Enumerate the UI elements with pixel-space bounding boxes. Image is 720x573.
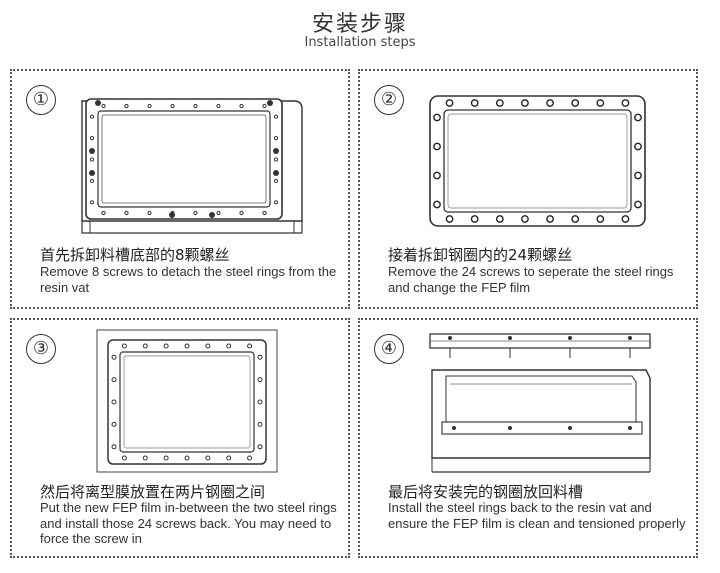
screw-hole <box>470 99 479 107</box>
screw-hole <box>262 103 267 109</box>
step-1-caption-zh: 首先拆卸料槽底部的8颗螺丝 <box>40 246 230 264</box>
screw-hole <box>205 343 211 349</box>
screw-hole <box>184 343 190 349</box>
screw-hole <box>262 210 267 216</box>
screw-hole <box>111 399 117 405</box>
screw-hole <box>634 171 642 180</box>
screw-hole <box>634 200 642 209</box>
screw-hole <box>273 136 279 141</box>
screw-holes <box>111 343 263 461</box>
screw-hole <box>147 210 152 216</box>
screw-hole <box>273 178 279 184</box>
screw-hole <box>521 99 529 107</box>
screw-hole <box>121 455 127 461</box>
screw-hole <box>634 142 642 151</box>
screw-hole <box>205 455 211 461</box>
screw-hole <box>596 215 605 223</box>
screw-hole <box>247 455 253 461</box>
screw-hole <box>247 343 253 349</box>
screw-hole <box>89 157 95 162</box>
screw-hole <box>257 399 263 405</box>
step-4-panel: ④ 最后将安装完的钢圈放回料槽 Install the steel rings … <box>358 318 698 558</box>
step-1-caption-en: Remove 8 screws to detach the steel ring… <box>40 264 337 295</box>
screw-hole <box>433 171 441 180</box>
screw-hole <box>226 343 232 349</box>
resin-vat-illustration <box>81 98 303 234</box>
screw-hole <box>121 343 127 349</box>
screw-hole <box>89 114 95 119</box>
screw-hole <box>142 455 148 461</box>
screw-hole <box>111 421 117 427</box>
screw-hole <box>111 354 117 360</box>
screw-hole <box>147 103 152 109</box>
screw-hole <box>571 99 580 107</box>
screw-hole <box>433 200 441 209</box>
screw-hole <box>111 444 117 450</box>
screw-hole <box>142 343 148 349</box>
screw-hole <box>124 210 129 216</box>
step-4-caption-en: Install the steel rings back to the resi… <box>388 500 686 531</box>
fep-film-illustration <box>96 329 278 473</box>
screws-24 <box>433 99 642 223</box>
screw-hole <box>163 455 169 461</box>
step-2-caption-en: Remove the 24 screws to seperate the ste… <box>388 264 674 295</box>
screw-hole <box>571 215 580 223</box>
step-3-caption-zh: 然后将离型膜放置在两片钢圈之间 <box>40 483 266 501</box>
screw-hole <box>634 113 642 122</box>
screw-hole <box>101 103 106 109</box>
step-4-caption-zh: 最后将安装完的钢圈放回料槽 <box>388 483 584 501</box>
step-2-caption-zh: 接着拆卸钢圈内的24颗螺丝 <box>388 246 573 264</box>
screw-hole <box>621 99 630 107</box>
step-2-number: ② <box>374 85 404 115</box>
screw-hole <box>89 200 95 205</box>
step-3-panel: ③ 然后将离型膜放置在两片钢圈之间 Put the new FEP film i… <box>10 318 350 558</box>
screw-hole <box>163 343 169 349</box>
screw-hole <box>521 215 529 223</box>
screw-hole <box>621 215 630 223</box>
screw-hole <box>193 103 198 109</box>
screw-hole <box>257 444 263 450</box>
screw-holes <box>89 103 279 216</box>
screw-hole <box>101 210 106 216</box>
screw-hole <box>433 142 441 151</box>
step-1-panel: ① 首先拆卸料槽底部的8颗螺丝 Remove 8 screws to detac… <box>10 69 350 309</box>
title-english: Installation steps <box>304 35 416 50</box>
screw-hole <box>124 103 129 109</box>
screw-hole <box>445 215 454 223</box>
screw-hole <box>226 455 232 461</box>
screw-hole <box>111 377 117 383</box>
screw-hole <box>193 210 198 216</box>
screw-hole <box>273 157 279 162</box>
screw-hole <box>596 99 605 107</box>
step-4-number: ④ <box>374 334 404 364</box>
screw-hole <box>495 99 504 107</box>
screw-hole <box>546 215 554 223</box>
screw-hole <box>239 103 244 109</box>
screw-hole <box>273 200 279 205</box>
step-3-caption-en: Put the new FEP film in-between the two … <box>40 500 337 546</box>
screw-hole <box>495 215 504 223</box>
steel-ring-screws-illustration <box>429 95 646 227</box>
screw-hole <box>89 136 95 141</box>
screw-hole <box>257 421 263 427</box>
screw-hole <box>216 210 221 216</box>
screw-hole <box>89 178 95 184</box>
screw-hole <box>216 103 221 109</box>
screw-hole <box>273 114 279 119</box>
step-3-number: ③ <box>26 334 56 364</box>
screw-hole <box>257 377 263 383</box>
assembled-vat-illustration <box>429 333 651 473</box>
screw-hole <box>546 99 554 107</box>
screw-hole <box>170 103 175 109</box>
screw-hole <box>445 99 454 107</box>
screw-hole <box>184 455 190 461</box>
screw-hole <box>433 113 441 122</box>
title-chinese: 安装步骤 <box>311 12 408 37</box>
screw-hole <box>257 354 263 360</box>
step-1-number: ① <box>26 85 56 115</box>
screw-hole <box>239 210 244 216</box>
step-2-panel: ② 接着拆卸钢圈内的24颗螺丝 Remove the 24 screws to … <box>358 69 698 309</box>
screw-hole <box>470 215 479 223</box>
